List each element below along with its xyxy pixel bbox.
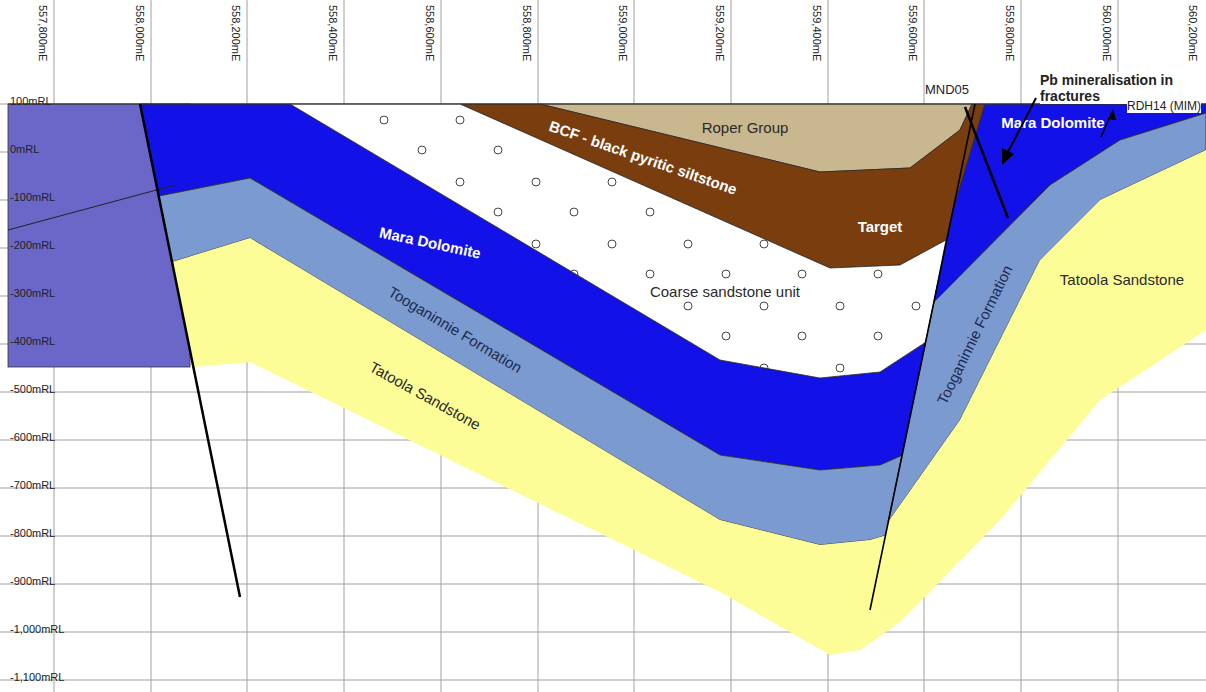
elevation-tick: -700mRL xyxy=(10,479,55,491)
unit-label-wrap: Coarse sandstone unit xyxy=(647,283,803,301)
elevation-wrap: -900mRL xyxy=(10,571,55,589)
arrow-head xyxy=(1108,109,1116,120)
unit-label: Target xyxy=(858,218,903,236)
elevation-wrap: -1,000mRL xyxy=(10,619,64,637)
tatoola-sandstone-unit-shape xyxy=(172,238,900,655)
elevation-tick: -800mRL xyxy=(10,527,55,539)
elevation-wrap: -300mRL xyxy=(10,283,55,301)
elevation-wrap: -500mRL xyxy=(10,379,55,397)
elevation-wrap: -200mRL xyxy=(10,235,55,253)
easting-wrap: 560,000mE xyxy=(1099,5,1117,61)
elevation-tick: -1,000mRL xyxy=(10,623,64,635)
unit-label-wrap: Mara Dolomite xyxy=(998,114,1107,132)
tatoola-sandstone-unit-shape xyxy=(869,150,1206,622)
elevation-tick: 0mRL xyxy=(10,143,39,155)
grid-line xyxy=(0,584,1206,585)
grid-line xyxy=(0,632,1206,633)
easting-tick: 558,200mE xyxy=(230,5,242,61)
elevation-tick: -900mRL xyxy=(10,575,55,587)
easting-tick: 558,400mE xyxy=(327,5,339,61)
drillhole-wrap: RDH14 (MIM) xyxy=(1127,96,1201,114)
elevation-tick: -600mRL xyxy=(10,431,55,443)
easting-wrap: 559,800mE xyxy=(1002,5,1020,61)
leader-arrow xyxy=(1008,98,1036,152)
easting-tick: 559,600mE xyxy=(907,5,919,61)
easting-tick: 558,600mE xyxy=(424,5,436,61)
elevation-tick: -500mRL xyxy=(10,383,55,395)
elevation-tick: 100mRL xyxy=(10,95,52,107)
easting-wrap: 559,200mE xyxy=(712,5,730,61)
unit-label-wrap: Tatoola Sandstone xyxy=(1060,271,1184,289)
tatoola-sandstone-unit: Tatoola Sandstone xyxy=(172,238,900,655)
elevation-tick: -200mRL xyxy=(10,239,55,251)
unit-label: Tatoola Sandstone xyxy=(1060,271,1184,289)
easting-wrap: 560,200mE xyxy=(1185,5,1203,61)
easting-wrap: 558,800mE xyxy=(519,5,537,61)
contact-line xyxy=(8,185,175,230)
easting-wrap: 558,200mE xyxy=(228,5,246,61)
easting-tick: 559,000mE xyxy=(617,5,629,61)
easting-tick: 559,400mE xyxy=(811,5,823,61)
fault-line xyxy=(870,104,975,610)
unit-label: Roper Group xyxy=(702,119,789,137)
elevation-wrap: -700mRL xyxy=(10,475,55,493)
unit-label-wrap: Roper Group xyxy=(702,119,789,137)
easting-wrap: 558,000mE xyxy=(132,5,150,61)
elevation-wrap: 100mRL xyxy=(10,91,52,109)
easting-tick: 559,800mE xyxy=(1004,5,1016,61)
drillhole-wrap: MND05 xyxy=(925,80,969,98)
drill-hole xyxy=(965,107,1008,218)
tatoola-sandstone-unit: Tatoola Sandstone xyxy=(869,150,1206,622)
elevation-tick: -100mRL xyxy=(10,191,55,203)
elevation-wrap: 0mRL xyxy=(10,139,39,157)
tatoola-sandstone-unit-outline xyxy=(869,150,1206,622)
elevation-wrap: -600mRL xyxy=(10,427,55,445)
surface-line xyxy=(8,104,1206,105)
easting-tick: 557,800mE xyxy=(37,5,49,61)
drillhole-label: RDH14 (MIM) xyxy=(1127,99,1201,113)
grid-line xyxy=(0,104,1206,105)
grid-line xyxy=(0,536,1206,537)
grid-line xyxy=(0,680,1206,681)
easting-wrap: 557,800mE xyxy=(35,5,53,61)
elevation-tick: -400mRL xyxy=(10,335,55,347)
tatoola-sandstone-unit-outline xyxy=(172,238,900,655)
unit-label: Coarse sandstone unit xyxy=(647,283,803,301)
elevation-tick: -300mRL xyxy=(10,287,55,299)
elevation-wrap: -800mRL xyxy=(10,523,55,541)
easting-wrap: 558,600mE xyxy=(422,5,440,61)
elevation-wrap: -400mRL xyxy=(10,331,55,349)
easting-tick: 560,200mE xyxy=(1187,5,1199,61)
easting-tick: 558,800mE xyxy=(521,5,533,61)
unit-label-wrap: Target xyxy=(858,218,903,236)
arrow-head xyxy=(1002,148,1014,165)
elevation-wrap: -100mRL xyxy=(10,187,55,205)
easting-tick: 559,200mE xyxy=(714,5,726,61)
easting-wrap: 559,600mE xyxy=(905,5,923,61)
easting-tick: 558,000mE xyxy=(134,5,146,61)
easting-wrap: 559,400mE xyxy=(809,5,827,61)
unit-label: Mara Dolomite xyxy=(998,114,1107,132)
elevation-tick: -1,100mRL xyxy=(10,671,64,683)
easting-wrap: 558,400mE xyxy=(325,5,343,61)
elevation-wrap: -1,100mRL xyxy=(10,667,64,685)
easting-wrap: 559,000mE xyxy=(615,5,633,61)
fault-line xyxy=(140,104,240,597)
easting-tick: 560,000mE xyxy=(1101,5,1113,61)
drillhole-label: MND05 xyxy=(925,82,969,97)
